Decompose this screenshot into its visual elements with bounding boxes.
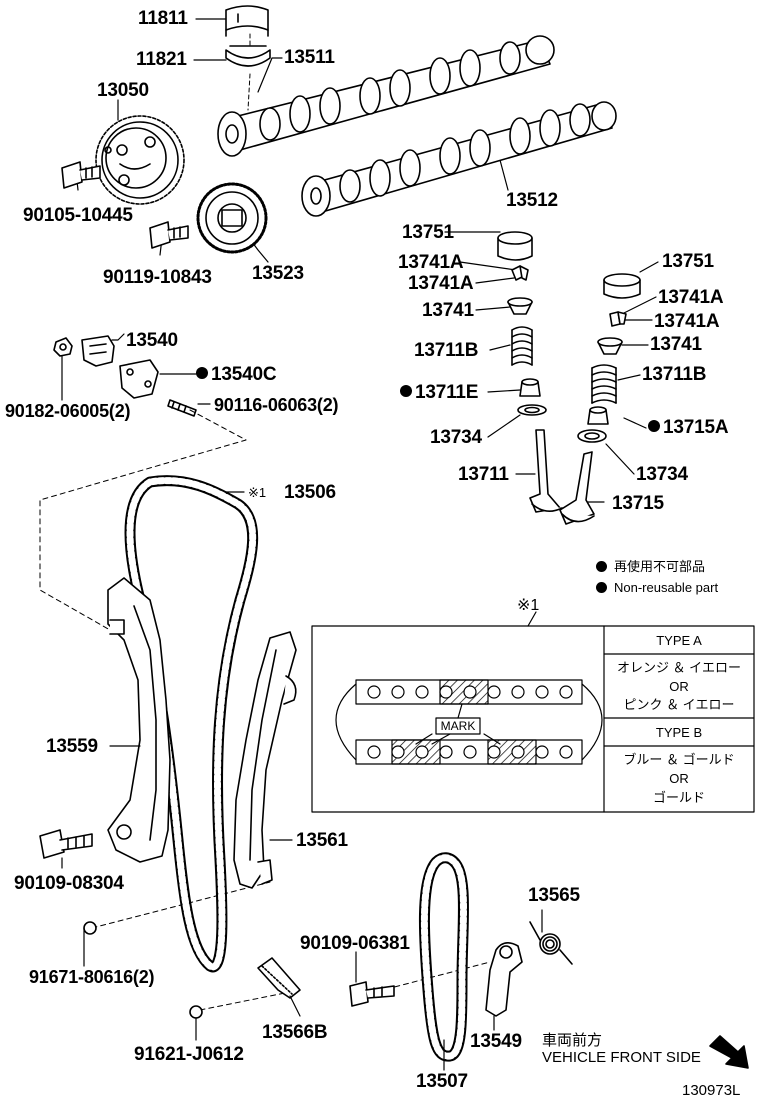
- vvt-gear: [95, 115, 185, 205]
- tensioner-spring: [529, 909, 573, 965]
- label-11811: 11811: [138, 8, 188, 29]
- label-13540c: 13540C: [196, 365, 277, 384]
- bolt-90105: [61, 161, 101, 189]
- camshaft-bearing-upper: [225, 5, 269, 37]
- type-b-header: TYPE B: [655, 725, 703, 740]
- intake-valve: [529, 429, 563, 513]
- chain-mark-label: MARK: [440, 719, 476, 733]
- label-13711b-right: 13711B: [642, 364, 707, 385]
- chain-mark-illustration: [335, 679, 603, 765]
- label-90116-06063: 90116-06063(2): [214, 395, 339, 415]
- label-13511: 13511: [284, 47, 335, 68]
- valve-spring-left: [511, 326, 533, 366]
- label-13741a-left-2: 13741A: [408, 273, 474, 294]
- valve-lifter-left: [497, 231, 533, 261]
- spring-seat-left: [517, 404, 547, 416]
- exhaust-valve: [559, 451, 595, 525]
- valve-lifter-right: [603, 273, 641, 299]
- bolt-91621: [189, 1005, 203, 1041]
- label-13741a-right-2: 13741A: [654, 311, 720, 332]
- label-13741a-right-1: 13741A: [658, 287, 724, 308]
- label-13715a: 13715A: [648, 418, 729, 437]
- chain-guide-left: [107, 577, 171, 863]
- diagram-id: 130973L: [682, 1082, 741, 1099]
- chain-tensioner: [81, 335, 115, 367]
- stud-90116: [167, 399, 197, 417]
- label-13734-left: 13734: [430, 427, 482, 448]
- label-13549: 13549: [470, 1031, 522, 1052]
- ref-mark-13506: ※1: [248, 485, 267, 500]
- camshaft-sprocket: [196, 182, 268, 254]
- type-b-or: OR: [669, 771, 689, 786]
- bolt-90109-06381: [349, 951, 395, 1007]
- label-90109-08304: 90109-08304: [14, 873, 124, 894]
- type-b-line2: ゴールド: [652, 790, 705, 805]
- label-13566b: 13566B: [262, 1022, 328, 1043]
- label-13711b-left: 13711B: [414, 340, 479, 361]
- chain-guide-right: [233, 631, 297, 889]
- label-13540: 13540: [126, 330, 178, 351]
- valve-keepers-right: [609, 311, 627, 327]
- timing-chain-lower: [418, 852, 469, 1062]
- tensioner-gasket: [119, 359, 159, 399]
- tensioner-arm: [485, 942, 523, 1017]
- label-13741a-left-1: 13741A: [398, 252, 464, 273]
- label-13506: 13506: [284, 482, 336, 503]
- label-90182-06005: 90182-06005(2): [5, 401, 131, 421]
- type-a-line1: オレンジ ＆ イエロー: [616, 660, 742, 675]
- label-13715: 13715: [612, 493, 664, 514]
- label-13050: 13050: [97, 80, 149, 101]
- label-13734-right: 13734: [636, 464, 688, 485]
- label-13565: 13565: [528, 885, 580, 906]
- label-13741-right: 13741: [650, 334, 702, 355]
- type-b-line1: ブルー ＆ ゴールド: [623, 752, 735, 767]
- bolt-91671: [83, 921, 97, 967]
- camshaft-exhaust: [301, 101, 617, 217]
- type-a-line2: ピンク ＆ イエロー: [623, 697, 735, 712]
- label-13751-right: 13751: [662, 251, 714, 272]
- legend-non-reusable-en: Non-reusable part: [596, 581, 718, 594]
- spring-retainer-left: [507, 297, 533, 315]
- leader-lines-top: [75, 18, 659, 503]
- label-13523: 13523: [252, 263, 304, 284]
- bolt-90109-08304: [39, 829, 93, 869]
- chain-shoe: [257, 957, 301, 999]
- label-90105-10445: 90105-10445: [23, 205, 133, 226]
- spring-retainer-right: [597, 337, 623, 355]
- label-13561: 13561: [296, 830, 348, 851]
- front-side-jp: 車両前方: [542, 1032, 603, 1049]
- label-13559: 13559: [46, 736, 98, 757]
- front-side-en: VEHICLE FRONT SIDE: [542, 1049, 701, 1066]
- label-13751-left: 13751: [402, 222, 454, 243]
- leader-lines-mid: [61, 333, 245, 493]
- spring-seat-right: [577, 429, 607, 443]
- label-13711: 13711: [458, 464, 509, 485]
- valve-spring-right: [591, 364, 617, 404]
- label-90119-10843: 90119-10843: [103, 267, 212, 288]
- leader-line-13566b: [289, 995, 301, 1017]
- label-13741-left: 13741: [422, 300, 474, 321]
- chain-table-marker: ※1: [517, 597, 540, 614]
- camshaft-intake: [217, 35, 555, 157]
- bolt-90119: [149, 221, 189, 249]
- label-13512: 13512: [506, 190, 558, 211]
- type-a-or: OR: [669, 679, 689, 694]
- label-91621-j0612: 91621-J0612: [134, 1044, 244, 1065]
- label-13711e: 13711E: [400, 383, 478, 402]
- label-13507: 13507: [416, 1071, 468, 1092]
- front-direction-arrow: [709, 1035, 749, 1069]
- chain-type-table: [311, 611, 755, 813]
- valve-stem-seal-left: [519, 378, 541, 397]
- valve-stem-seal-right: [587, 406, 609, 425]
- valve-keepers-left: [511, 265, 529, 281]
- legend-non-reusable-jp: 再使用不可部品: [596, 560, 705, 573]
- camshaft-bearing-lower: [225, 45, 271, 67]
- label-91671-80616: 91671-80616(2): [29, 967, 155, 987]
- type-a-header: TYPE A: [656, 633, 702, 648]
- label-11821: 11821: [136, 49, 187, 70]
- label-90109-06381: 90109-06381: [300, 933, 410, 954]
- nut-90182: [53, 337, 73, 357]
